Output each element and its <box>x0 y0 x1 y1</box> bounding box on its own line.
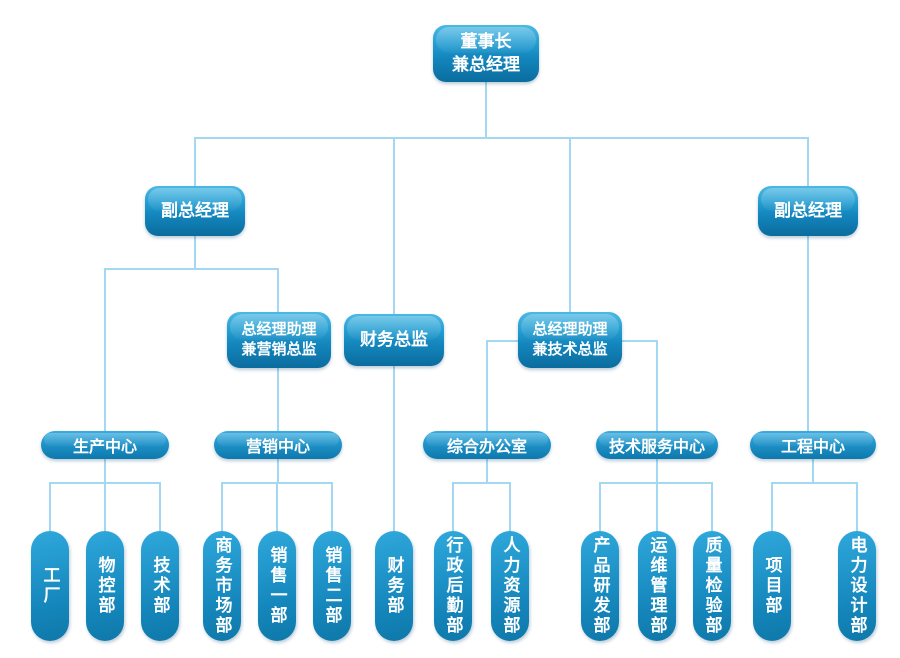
org-node-product-rd-dept: 产品研发部 <box>581 531 619 641</box>
connector-drop-materials <box>104 482 106 532</box>
connector-drop-sales1 <box>276 482 278 532</box>
org-node-hr-dept: 人力资源部 <box>491 531 529 641</box>
connector-vp-left-down <box>194 236 196 270</box>
connector-assistant-marketing-down <box>277 367 279 432</box>
org-node-finance-dept: 财务部 <box>375 531 413 641</box>
org-node-vp-right: 副总经理 <box>758 186 858 236</box>
org-node-quality-inspection-dept: 质量检验部 <box>693 531 731 641</box>
org-node-marketing-center: 营销中心 <box>214 431 342 459</box>
connector-drop-admin <box>452 482 454 532</box>
connector-production-down <box>104 459 106 482</box>
connector-top-bus <box>194 137 809 139</box>
org-node-power-design-dept: 电力设计部 <box>838 531 876 641</box>
connector-drop-vp-right <box>807 137 809 187</box>
connector-finance-down <box>393 365 395 532</box>
connector-vp-right-down <box>807 236 809 432</box>
org-node-production-center: 生产中心 <box>41 431 169 459</box>
connector-assistant-tech-right <box>621 340 658 342</box>
connector-drop-project <box>771 482 773 532</box>
org-node-engineering-center: 工程中心 <box>750 431 876 459</box>
org-node-finance-director: 财务总监 <box>344 314 444 366</box>
org-node-sales-dept-1: 销售一部 <box>258 531 296 641</box>
connector-drop-general-office <box>486 340 488 432</box>
org-node-business-market-dept: 商务市场部 <box>203 531 241 641</box>
connector-drop-hr <box>509 482 511 532</box>
connector-drop-assistant-marketing <box>277 268 279 313</box>
connector-assistant-tech-left <box>486 340 520 342</box>
org-node-general-office: 综合办公室 <box>423 431 551 459</box>
connector-drop-quality <box>711 482 713 532</box>
connector-techservice-down <box>656 459 658 482</box>
connector-drop-factory <box>49 482 51 532</box>
org-node-project-dept: 项目部 <box>753 531 791 641</box>
connector-drop-business-market <box>221 482 223 532</box>
org-node-tech-service-center: 技术服务中心 <box>596 431 718 459</box>
org-node-ops-management-dept: 运维管理部 <box>638 531 676 641</box>
connector-drop-production-center <box>104 268 106 432</box>
org-node-sales-dept-2: 销售二部 <box>313 531 351 641</box>
org-node-technology-dept: 技术部 <box>141 531 179 641</box>
connector-drop-tech-service <box>656 340 658 432</box>
connector-drop-power-design <box>856 482 858 532</box>
connector-drop-vp-left <box>194 137 196 187</box>
connector-drop-ops <box>656 482 658 532</box>
connector-drop-assistant-tech <box>569 137 571 313</box>
connector-office-bus <box>452 482 511 484</box>
connector-drop-finance <box>393 137 395 315</box>
org-node-assistant-tech: 总经理助理 兼技术总监 <box>518 312 622 368</box>
connector-office-down <box>486 459 488 482</box>
connector-drop-product-rd <box>599 482 601 532</box>
org-node-vp-left: 副总经理 <box>145 186 245 236</box>
connector-marketing-down <box>277 459 279 482</box>
org-node-factory: 工厂 <box>31 531 69 641</box>
connector-vp-left-bus <box>104 268 279 270</box>
connector-chairman-down <box>485 82 487 138</box>
org-node-chairman: 董事长 兼总经理 <box>433 25 539 82</box>
org-node-assistant-marketing: 总经理助理 兼营销总监 <box>227 312 331 368</box>
connector-drop-sales2 <box>331 482 333 532</box>
org-node-materials-control-dept: 物控部 <box>86 531 124 641</box>
connector-engineering-bus <box>771 482 858 484</box>
connector-drop-technology <box>159 482 161 532</box>
org-node-admin-logistics-dept: 行政后勤部 <box>434 531 472 641</box>
connector-engineering-down <box>812 459 814 482</box>
